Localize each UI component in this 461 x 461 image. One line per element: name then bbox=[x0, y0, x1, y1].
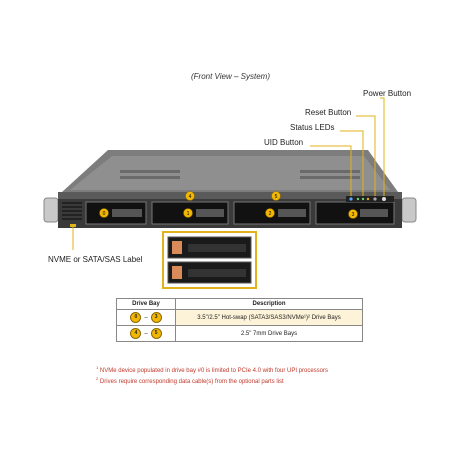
table-row: 0–3 3.5"/2.5" Hot-swap (SATA3/SAS3/NVMe¹… bbox=[116, 309, 363, 326]
footnote-2: 2 Drives require corresponding data cabl… bbox=[96, 375, 328, 386]
power-button bbox=[382, 197, 386, 201]
badge-bay-1 bbox=[183, 208, 193, 218]
bay-from-badge: 0 bbox=[130, 312, 142, 323]
status-led-1 bbox=[356, 197, 360, 201]
footnote-2-text: Drives require corresponding data cable(… bbox=[99, 379, 284, 385]
status-led-3 bbox=[366, 197, 370, 201]
control-panel bbox=[346, 196, 394, 202]
badge-bay-1-label: 1 bbox=[187, 211, 190, 217]
reset-button bbox=[373, 197, 377, 201]
table-header-row: Drive Bay Description bbox=[116, 298, 363, 310]
table-row: 4–5 2.5" 7mm Drive Bays bbox=[116, 325, 363, 342]
uid-button bbox=[349, 197, 353, 201]
status-led-2 bbox=[361, 197, 365, 201]
drive-type-label bbox=[70, 224, 76, 227]
power-button-line bbox=[380, 97, 385, 196]
drive-bay-3-handle bbox=[360, 209, 388, 217]
reset-button-line bbox=[356, 115, 376, 196]
range-dash: – bbox=[144, 314, 148, 321]
label-callout: NVME or SATA/SAS Label bbox=[48, 255, 143, 264]
bay-from-badge: 4 bbox=[130, 328, 142, 339]
drive-bay-table-container: Drive Bay Description 0–3 3.5"/2.5" Hot-… bbox=[116, 298, 363, 342]
footnote-1: 1 NVMe device populated in drive bay #0 … bbox=[96, 364, 328, 375]
badge-bay-5 bbox=[271, 191, 281, 201]
uid-button-line bbox=[310, 145, 352, 196]
drive-bay-1-handle bbox=[196, 209, 224, 217]
footnote-1-text: NVMe device populated in drive bay #0 is… bbox=[99, 368, 329, 374]
drive-bay-0-handle bbox=[112, 209, 142, 217]
chassis-top-cover-shade bbox=[70, 156, 390, 190]
badge-bay-5-label: 5 bbox=[275, 194, 278, 200]
drive-bay-zoom-box bbox=[162, 231, 257, 289]
range-dash: – bbox=[144, 330, 148, 337]
left-rack-ear bbox=[43, 197, 59, 223]
right-rack-ear bbox=[401, 197, 417, 223]
callout-lines bbox=[72, 97, 385, 250]
footnotes: 1 NVMe device populated in drive bay #0 … bbox=[96, 364, 328, 386]
uid-button-callout: UID Button bbox=[264, 138, 304, 147]
badge-bay-2-label: 2 bbox=[269, 211, 272, 217]
bay-badges: 4 5 0 1 2 3 bbox=[99, 191, 358, 219]
front-vent-grille bbox=[62, 202, 82, 220]
power-button-callout: Power Button bbox=[363, 89, 412, 98]
footnote-2-mark: 2 bbox=[96, 376, 99, 381]
figure-caption: (Front View – System) bbox=[191, 72, 270, 81]
status-leds-callout: Status LEDs bbox=[290, 123, 335, 132]
badge-bay-4-label: 4 bbox=[189, 194, 192, 200]
header-description: Description bbox=[175, 298, 363, 310]
zoom-drive-4 bbox=[167, 236, 252, 259]
badge-bay-3-label: 3 bbox=[352, 212, 355, 218]
badge-bay-4 bbox=[185, 191, 195, 201]
drive-bay-table: Drive Bay Description 0–3 3.5"/2.5" Hot-… bbox=[116, 298, 363, 342]
bay-range-cell: 0–3 bbox=[116, 309, 176, 326]
footnote-1-mark: 1 bbox=[96, 365, 99, 370]
badge-bay-0-label: 0 bbox=[103, 211, 106, 217]
header-drive-bay: Drive Bay bbox=[116, 298, 176, 310]
drive-bay-2-handle bbox=[278, 209, 306, 217]
badge-bay-2 bbox=[265, 208, 275, 218]
bay-description: 2.5" 7mm Drive Bays bbox=[175, 325, 363, 342]
bay-to-badge: 5 bbox=[150, 328, 162, 339]
status-leds-line bbox=[340, 130, 364, 196]
zoom-drive-5 bbox=[167, 261, 252, 284]
bay-range-cell: 4–5 bbox=[116, 325, 176, 342]
reset-button-callout: Reset Button bbox=[305, 108, 352, 117]
badge-bay-3 bbox=[348, 209, 358, 219]
badge-bay-0 bbox=[99, 208, 109, 218]
front-panel-top-strip bbox=[58, 192, 402, 199]
top-vent-slots bbox=[120, 170, 360, 179]
bay-description: 3.5"/2.5" Hot-swap (SATA3/SAS3/NVMe¹)² D… bbox=[175, 309, 363, 326]
bay-to-badge: 3 bbox=[150, 312, 162, 323]
